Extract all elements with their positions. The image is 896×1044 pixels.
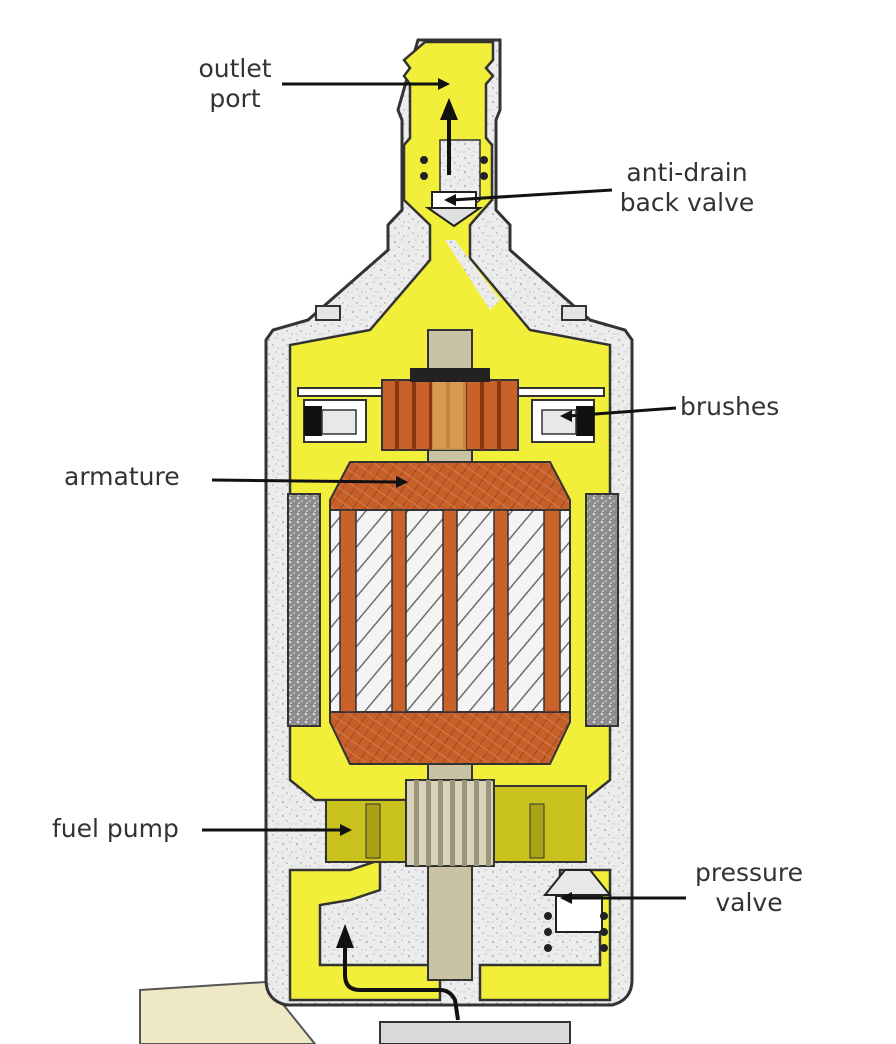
fuel-pump-unit [325, 779, 587, 867]
armature [329, 461, 571, 765]
label-anti-drain-back-valve: anti-drain back valve [612, 158, 762, 218]
label-pressure-valve-line1: pressure [695, 858, 803, 887]
outlet-flow-arrow [440, 98, 458, 175]
label-pressure-valve: pressure valve [684, 858, 814, 918]
label-anti-drain-line2: back valve [619, 188, 755, 217]
leader-armature [211, 478, 399, 484]
leader-lines [202, 82, 686, 900]
label-outlet-port-line2: port [209, 84, 261, 113]
label-brushes: brushes [680, 392, 780, 421]
permanent-magnets [287, 493, 619, 727]
label-fuel-pump: fuel pump [52, 814, 179, 843]
leader-arrowheads [340, 78, 572, 904]
label-outlet-port: outlet port [190, 54, 280, 114]
label-pressure-valve-line2: valve [715, 888, 783, 917]
leader-brushes [567, 406, 677, 418]
leader-anti-drain [451, 188, 613, 202]
pressure-valve [542, 869, 613, 952]
commutator [381, 368, 519, 451]
inlet-flow-arrow [336, 924, 460, 1021]
label-armature: armature [64, 462, 180, 491]
label-anti-drain-line1: anti-drain [626, 158, 748, 187]
label-outlet-port-line1: outlet [198, 54, 272, 83]
